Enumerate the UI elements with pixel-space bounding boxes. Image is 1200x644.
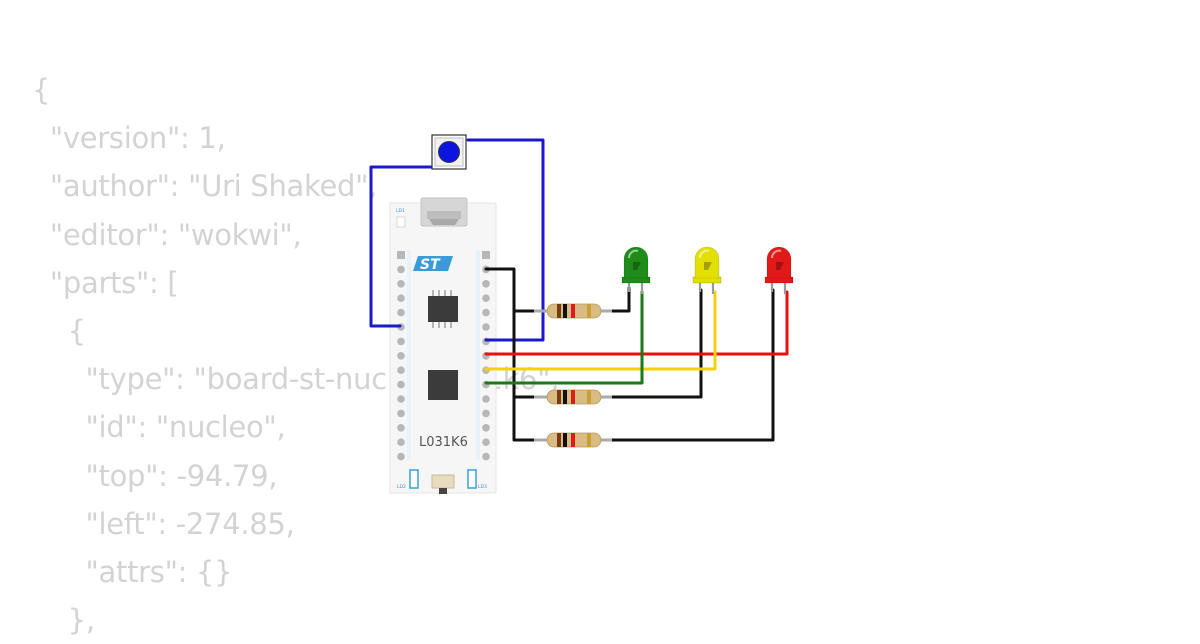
resistor-band xyxy=(563,304,567,318)
mcu-chip-icon xyxy=(428,370,458,400)
header-pin[interactable] xyxy=(482,251,490,259)
header-pin[interactable] xyxy=(482,424,490,432)
code-line: "top": -94.79, xyxy=(32,458,278,493)
resistor-band xyxy=(557,390,561,404)
code-line: "parts": [ xyxy=(32,265,179,300)
yellow-signal-wire[interactable] xyxy=(484,290,717,371)
resistor-band xyxy=(587,304,591,318)
st-logo-text: ST xyxy=(420,257,441,273)
header-pin[interactable] xyxy=(397,308,405,317)
led-highlight xyxy=(699,249,710,259)
reset-switch-icon[interactable] xyxy=(431,474,455,489)
ld3-label: LD3 xyxy=(478,484,487,490)
resistor-band xyxy=(587,390,591,404)
ground-wire-green-resistor[interactable] xyxy=(484,267,547,313)
header-pin[interactable] xyxy=(397,251,405,259)
button-cap-icon[interactable] xyxy=(438,141,460,163)
button-wire-left[interactable] xyxy=(369,165,434,328)
green-led-wire-to-resistor[interactable] xyxy=(599,286,631,313)
header-pin[interactable] xyxy=(397,424,405,432)
code-line: "id": "nucleo", xyxy=(32,410,286,445)
resistor[interactable] xyxy=(534,389,612,405)
header-pin[interactable] xyxy=(397,352,405,360)
code-line: "author": "Uri Shaked", xyxy=(32,169,378,204)
header-pin[interactable] xyxy=(397,280,405,288)
yellow-resistor-to-led-wire[interactable] xyxy=(599,288,703,399)
resistor[interactable] xyxy=(534,303,612,319)
header-pin[interactable] xyxy=(397,294,405,303)
ld2-led xyxy=(409,469,419,489)
st-logo-icon: ST xyxy=(413,256,453,273)
header-pin[interactable] xyxy=(397,452,405,461)
resistor-band xyxy=(563,390,567,404)
header-pin[interactable] xyxy=(397,409,405,418)
led-highlight xyxy=(628,249,639,259)
right-pin-header xyxy=(482,251,490,461)
header-pin[interactable] xyxy=(397,438,405,447)
pin-labels xyxy=(407,250,480,460)
background-json-text: { "version": 1, "author": "Uri Shaked", … xyxy=(32,66,559,644)
resistor-band xyxy=(557,433,561,447)
ld3-led xyxy=(467,469,477,489)
header-pin[interactable] xyxy=(482,438,490,447)
board-model-label: L031K6 xyxy=(419,435,468,450)
ld2-label: LD2 xyxy=(397,484,406,490)
nucleo-board[interactable]: LD1 ST L031K6 LD2 LD3 xyxy=(389,197,497,494)
header-pin[interactable] xyxy=(397,366,405,375)
red-signal-wire[interactable] xyxy=(484,290,789,356)
resistor-band xyxy=(587,433,591,447)
code-line: "version": 1, xyxy=(32,121,226,156)
header-pin[interactable] xyxy=(397,337,405,346)
circuit-diagram: LD1 ST L031K6 LD2 LD3 xyxy=(369,134,794,494)
resistor-band xyxy=(571,304,575,318)
header-pin[interactable] xyxy=(482,323,490,331)
led-green[interactable] xyxy=(621,246,651,294)
led-red[interactable] xyxy=(764,246,794,294)
led-yellow[interactable] xyxy=(692,246,722,294)
header-pin[interactable] xyxy=(482,409,490,418)
code-line: "editor": "wokwi", xyxy=(32,217,302,252)
header-pin[interactable] xyxy=(482,395,490,403)
led-die xyxy=(633,262,641,270)
push-button[interactable] xyxy=(431,134,467,170)
resistor-band xyxy=(563,433,567,447)
resistor-band xyxy=(557,304,561,318)
ground-wire-red-resistor[interactable] xyxy=(512,395,547,442)
code-line: "attrs": {} xyxy=(32,555,233,590)
resistor-band xyxy=(571,433,575,447)
code-line: "left": -274.85, xyxy=(32,506,295,541)
header-pin[interactable] xyxy=(397,380,405,389)
header-pin[interactable] xyxy=(397,395,405,403)
header-pin[interactable] xyxy=(482,280,490,288)
led-die xyxy=(776,262,784,270)
code-line: { xyxy=(32,314,86,349)
red-resistor-to-led-wire[interactable] xyxy=(599,288,775,442)
header-pin[interactable] xyxy=(397,265,405,274)
code-line: { xyxy=(32,73,51,107)
header-pin[interactable] xyxy=(482,308,490,317)
small-chip-icon xyxy=(428,290,458,328)
resistor-band xyxy=(571,390,575,404)
ld1-led xyxy=(396,216,406,228)
usb-connector-icon xyxy=(420,197,468,227)
header-pin[interactable] xyxy=(482,294,490,303)
ld1-label: LD1 xyxy=(396,208,405,214)
left-pin-header xyxy=(397,251,405,461)
resistor[interactable] xyxy=(534,432,612,448)
led-highlight xyxy=(771,249,782,259)
green-signal-wire[interactable] xyxy=(484,290,644,385)
reset-switch-nub xyxy=(439,488,447,494)
led-die xyxy=(704,262,712,270)
header-pin[interactable] xyxy=(482,452,490,461)
